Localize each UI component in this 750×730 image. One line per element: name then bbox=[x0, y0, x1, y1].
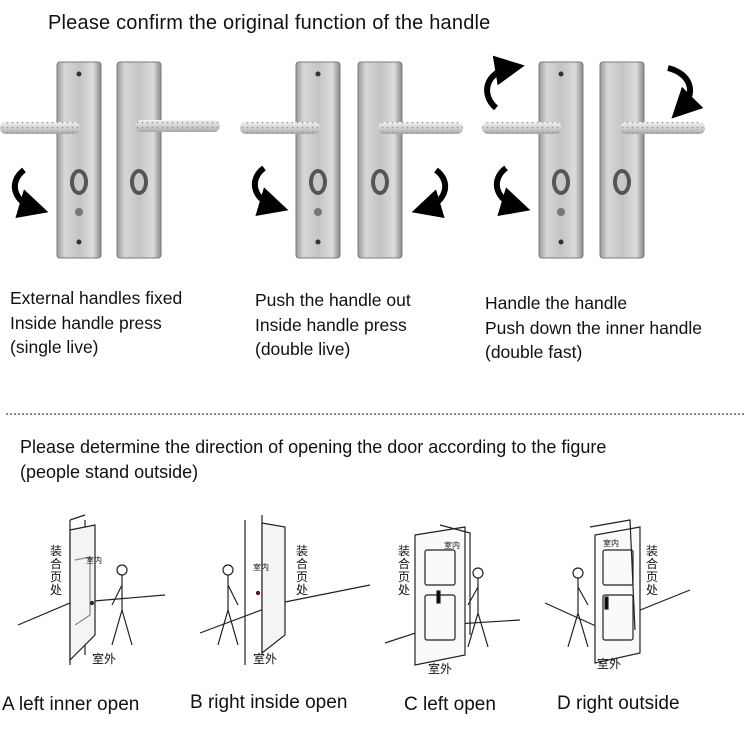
section-divider bbox=[6, 413, 744, 415]
handle-set-3 bbox=[482, 55, 705, 259]
option-3-line1: Handle the handle bbox=[485, 293, 628, 313]
handle-function-title: Please confirm the original function of … bbox=[48, 12, 491, 34]
door-c-wall-text: 装合页处 bbox=[398, 544, 411, 597]
door-label-b: B right inside open bbox=[190, 692, 348, 713]
door-b-wall-text: 装合页处 bbox=[296, 544, 309, 597]
door-diagram-c bbox=[384, 524, 521, 666]
option-2-caption: Push the handle out Inside handle press … bbox=[255, 288, 411, 362]
option-1-line2: Inside handle press bbox=[10, 312, 162, 333]
handle-set-1 bbox=[0, 61, 220, 259]
door-direction-title-line1: Please determine the direction of openin… bbox=[20, 437, 607, 457]
door-d-inside-text: 室内 bbox=[603, 539, 619, 548]
handle-set-2 bbox=[240, 61, 463, 259]
option-2-line3: (double live) bbox=[255, 339, 351, 359]
door-a-outside-text: 室外 bbox=[92, 652, 117, 666]
door-c-inside-text: 室内 bbox=[444, 541, 460, 550]
door-b-inside-text: 室内 bbox=[253, 563, 269, 572]
option-2-line1: Push the handle out bbox=[255, 290, 411, 310]
door-d-outside-text: 室外 bbox=[597, 657, 622, 671]
door-label-c: C left open bbox=[404, 694, 496, 715]
door-direction-title-line2: (people stand outside) bbox=[20, 462, 199, 482]
door-a-inside-text: 室内 bbox=[86, 556, 102, 565]
door-diagrams bbox=[17, 514, 691, 666]
door-diagram-a bbox=[17, 514, 166, 665]
option-1-line3: (single live) bbox=[10, 337, 99, 357]
door-d-wall-text: 装合页处 bbox=[646, 544, 659, 597]
door-label-d: D right outside bbox=[557, 693, 680, 714]
door-direction-title: Please determine the direction of openin… bbox=[20, 435, 740, 485]
option-3-line2: Push down the inner handle bbox=[485, 317, 702, 338]
door-c-outside-text: 室外 bbox=[428, 662, 453, 676]
door-diagram-b bbox=[199, 515, 371, 665]
door-label-a: A left inner open bbox=[2, 694, 140, 715]
option-1-caption: External handles fixed Inside handle pre… bbox=[10, 286, 182, 360]
door-a-wall-text: 装合页处 bbox=[50, 544, 63, 597]
option-3-caption: Handle the handle Push down the inner ha… bbox=[485, 291, 702, 365]
door-b-outside-text: 室外 bbox=[253, 652, 278, 666]
option-2-line2: Inside handle press bbox=[255, 314, 407, 335]
handle-illustrations bbox=[0, 55, 705, 259]
option-3-line3: (double fast) bbox=[485, 342, 583, 362]
door-diagram-d bbox=[544, 519, 691, 664]
option-1-line1: External handles fixed bbox=[10, 288, 183, 308]
